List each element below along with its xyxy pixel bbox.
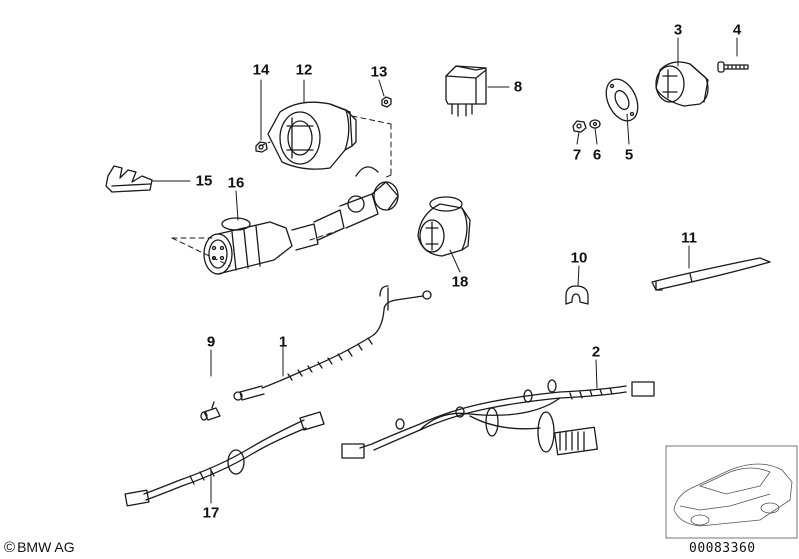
- callout-15[interactable]: 15: [195, 172, 213, 190]
- callout-5[interactable]: 5: [624, 146, 634, 164]
- part-18-socket: [417, 196, 471, 257]
- part-10-clip: [565, 285, 589, 305]
- part-7-nut: [572, 120, 587, 133]
- callout-1[interactable]: 1: [278, 333, 288, 351]
- part-15-clip: [105, 165, 153, 193]
- part-4-screw: [717, 61, 749, 73]
- callout-18[interactable]: 18: [451, 273, 469, 291]
- callout-3[interactable]: 3: [673, 21, 683, 39]
- part-12-socket-housing: [267, 101, 357, 170]
- callout-12[interactable]: 12: [295, 61, 313, 79]
- callout-17[interactable]: 17: [202, 504, 220, 522]
- part-2-wiring-harness: [341, 379, 655, 459]
- copyright-symbol: ©: [4, 539, 16, 556]
- callout-14[interactable]: 14: [252, 61, 270, 79]
- leader-lines: [151, 37, 738, 504]
- callout-6[interactable]: 6: [592, 146, 602, 164]
- part-13-nut: [381, 96, 392, 108]
- guide-lines: [171, 115, 392, 267]
- part-8-relay: [445, 65, 487, 117]
- callout-7[interactable]: 7: [572, 146, 582, 164]
- part-9-bulb: [200, 401, 221, 421]
- part-17-wiring-harness: [124, 411, 325, 507]
- part-14-nut: [255, 141, 268, 153]
- part-5-cover-plate: [605, 78, 639, 122]
- callout-16[interactable]: 16: [227, 174, 245, 192]
- callout-13[interactable]: 13: [370, 63, 388, 81]
- part-6-washer: [589, 119, 601, 129]
- document-number: 00083360: [689, 541, 756, 556]
- callout-10[interactable]: 10: [570, 249, 588, 267]
- copyright-notice: ©BMW AG: [4, 539, 75, 556]
- part-3-socket: [655, 61, 709, 107]
- callout-4[interactable]: 4: [732, 21, 742, 39]
- callout-9[interactable]: 9: [206, 333, 216, 351]
- part-16-plug-adapter: [203, 166, 399, 275]
- callout-11[interactable]: 11: [681, 229, 697, 247]
- part-11-cable-tie: [651, 257, 771, 291]
- callout-8[interactable]: 8: [513, 78, 523, 96]
- copyright-text: BMW AG: [17, 539, 75, 555]
- vehicle-thumbnail: [665, 445, 798, 539]
- part-1-cable: [233, 285, 432, 401]
- callout-2[interactable]: 2: [591, 343, 601, 361]
